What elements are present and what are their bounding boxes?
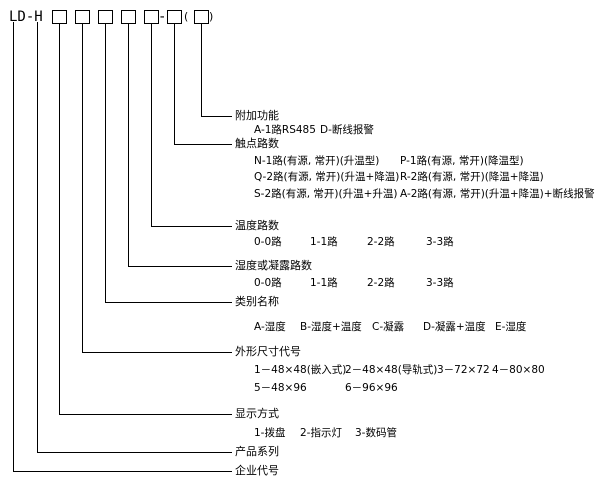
option-category-d: D-凝露+温度	[423, 321, 486, 333]
leader-dimensions	[82, 24, 232, 353]
option-additional-d: D-断线报警	[320, 124, 374, 136]
section-title-company-code: 企业代号	[235, 464, 279, 477]
option-temp-1: 1-1路	[310, 236, 338, 248]
section-title-contact-channels: 触点路数	[235, 137, 279, 150]
option-contact-n: N-1路(有源, 常开)(升温型)	[254, 155, 380, 167]
leader-additional-function	[201, 24, 232, 117]
option-contact-r: R-2路(有源, 常开)(降温+降温)	[400, 171, 544, 183]
option-additional-a: A-1路RS485	[254, 124, 316, 136]
option-humidity-1: 1-1路	[310, 277, 338, 289]
section-title-display-mode: 显示方式	[235, 407, 279, 420]
code-box-1	[52, 10, 67, 24]
option-dimension-2: 2－48×48(导轨式)	[345, 364, 438, 376]
option-category-b: B-湿度+温度	[300, 321, 362, 333]
leader-temperature-channels	[151, 24, 232, 227]
leader-category	[105, 24, 232, 303]
section-title-humidity-channels: 湿度或凝露路数	[235, 259, 312, 272]
leader-company-code	[13, 22, 232, 472]
section-title-temperature-channels: 温度路数	[235, 219, 279, 232]
option-display-2: 2-指示灯	[300, 427, 342, 439]
option-humidity-2: 2-2路	[367, 277, 395, 289]
section-title-product-series: 产品系列	[235, 445, 279, 458]
option-contact-s: S-2路(有源, 常开)(升温+升温)	[254, 188, 398, 200]
option-category-e: E-湿度	[495, 321, 527, 333]
option-dimension-1: 1－48×48(嵌入式)	[254, 364, 347, 376]
code-box-4	[121, 10, 136, 24]
option-dimension-5: 5－48×96	[254, 382, 307, 394]
option-display-3: 3-数码管	[355, 427, 397, 439]
section-title-dimensions: 外形尺寸代号	[235, 345, 301, 358]
leader-humidity-channels	[128, 24, 232, 267]
section-title-additional-function: 附加功能	[235, 109, 279, 122]
option-humidity-3: 3-3路	[426, 277, 454, 289]
code-box-2	[75, 10, 90, 24]
section-title-category: 类别名称	[235, 295, 279, 308]
option-category-a: A-湿度	[254, 321, 286, 333]
code-box-3	[98, 10, 113, 24]
option-temp-2: 2-2路	[367, 236, 395, 248]
leader-contact-channels	[174, 24, 232, 145]
option-contact-a: A-2路(有源, 常开)(升温+降温)+断线报警	[400, 188, 595, 200]
model-open-paren: (	[184, 10, 189, 23]
code-box-6	[167, 10, 182, 24]
option-dimension-6: 6－96×96	[345, 382, 398, 394]
option-category-c: C-凝露	[372, 321, 405, 333]
model-dash: -	[158, 9, 167, 25]
option-display-1: 1-拨盘	[254, 427, 286, 439]
model-close-paren: )	[209, 10, 214, 23]
option-dimension-3: 3－72×72	[437, 364, 490, 376]
leader-product-series	[37, 22, 232, 453]
option-contact-q: Q-2路(有源, 常开)(升温+降温)	[254, 171, 400, 183]
option-humidity-0: 0-0路	[254, 277, 282, 289]
option-contact-p: P-1路(有源, 常开)(降温型)	[400, 155, 524, 167]
option-temp-3: 3-3路	[426, 236, 454, 248]
leader-display-mode	[59, 24, 232, 415]
option-dimension-4: 4－80×80	[492, 364, 545, 376]
code-box-7	[194, 10, 209, 24]
model-prefix: LD-H	[9, 9, 43, 25]
option-temp-0: 0-0路	[254, 236, 282, 248]
code-box-5	[144, 10, 159, 24]
